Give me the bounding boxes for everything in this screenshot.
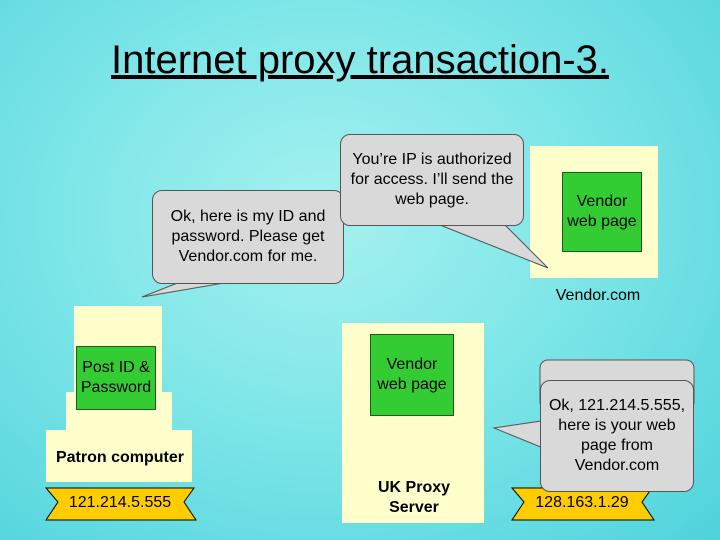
vendor-speech-bubble: Ok, 121.214.5.555, here is your web page… [540, 380, 694, 492]
page-title: Internet proxy transaction-3. [110, 38, 610, 82]
uk-proxy-label: UK Proxy Server [377, 479, 451, 516]
vendor-speech-text: Ok, 121.214.5.555, here is your web page… [548, 397, 686, 474]
vendor-page-mid-text: Vendor web page [377, 356, 447, 393]
proxy-speech-text: You’re IP is authorized for access. I’ll… [350, 151, 514, 208]
vendor-ip-text: 128.163.1.29 [535, 494, 629, 511]
vendor-page-scroll-top: Vendor web page [562, 172, 642, 252]
vendor-page-scroll-mid: Vendor web page [370, 334, 454, 416]
proxy-speech-bubble: You’re IP is authorized for access. I’ll… [340, 134, 524, 226]
patron-ip-text: 121.214.5.555 [68, 494, 172, 511]
patron-computer-label: Patron computer [55, 449, 184, 466]
patron-speech-bubble: Ok, here is my ID and password. Please g… [152, 190, 344, 284]
vendor-site-label: Vendor.com [555, 287, 641, 304]
vendor-page-top-text: Vendor web page [567, 193, 637, 230]
post-id-text: Post ID & Password [80, 359, 152, 396]
patron-speech-text: Ok, here is my ID and password. Please g… [170, 208, 326, 265]
patron-keyboard [46, 430, 192, 482]
patron-bubble-tail [141, 281, 231, 298]
post-id-scroll: Post ID & Password [76, 346, 156, 410]
patron-ip-ribbon [44, 487, 197, 521]
